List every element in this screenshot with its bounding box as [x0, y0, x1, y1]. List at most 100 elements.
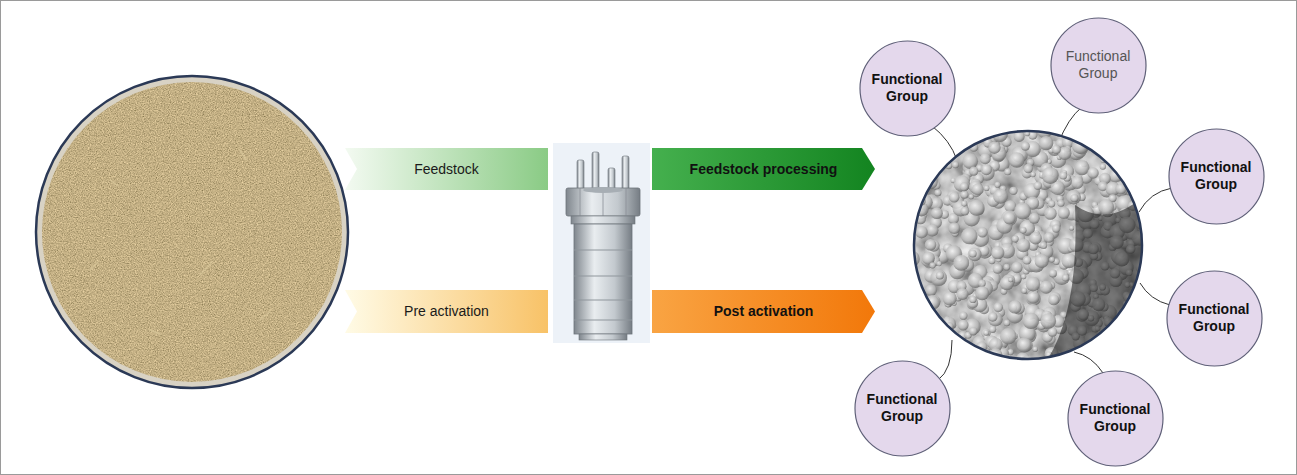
sem-particle [969, 167, 978, 176]
sem-particle [1024, 164, 1033, 173]
sem-particle [1044, 232, 1055, 243]
sem-particle [926, 224, 938, 236]
sem-particle [960, 191, 968, 199]
sem-particle [953, 200, 969, 216]
banner-label: Feedstock [414, 161, 479, 178]
sem-particle [1023, 313, 1039, 329]
sem-particle [993, 189, 1008, 204]
sem-particle [1009, 187, 1017, 195]
sem-particle [1003, 264, 1010, 271]
sem-particle [1057, 200, 1064, 207]
sem-particle [969, 200, 985, 216]
sem-particle [1033, 346, 1038, 351]
circle-fill [1169, 129, 1264, 224]
sem-particle [936, 261, 941, 266]
sem-particle [1027, 291, 1040, 304]
sem-particle [1062, 274, 1069, 281]
sem-particle [961, 201, 967, 207]
sem-particle [960, 182, 969, 191]
sem-particle [1098, 199, 1114, 215]
sem-particle [1048, 200, 1055, 207]
sem-particle [991, 246, 1004, 259]
banner-fill [652, 290, 875, 333]
sem-particle [1021, 142, 1030, 151]
process-banner: Feedstock processing [652, 148, 875, 190]
process-banner: Pre activation [345, 290, 548, 333]
sem-particle [1048, 294, 1059, 305]
circle-label: Functional Group [1075, 401, 1155, 435]
sem-particle [956, 288, 968, 300]
sem-particle [1040, 281, 1053, 294]
banner-label: Pre activation [404, 303, 489, 320]
circle-fill [1167, 271, 1262, 366]
functional-group-circle: Functional Group [1067, 370, 1164, 467]
process-banner: Feedstock [345, 148, 548, 190]
sem-particle [1012, 235, 1019, 242]
sem-micrograph [903, 123, 1150, 370]
sem-particle [969, 296, 976, 303]
sem-particle [1052, 145, 1061, 154]
sem-particle [994, 182, 1000, 188]
sem-particle [978, 280, 986, 288]
sem-particle [962, 153, 978, 169]
sem-particle [949, 192, 960, 203]
sem-particle [952, 161, 959, 168]
sem-particle [1009, 152, 1025, 168]
sem-particle [1049, 269, 1057, 277]
functional-group-circle: Functional Group [1050, 17, 1147, 114]
sem-particle [1048, 327, 1058, 337]
sem-particle [980, 153, 991, 164]
sem-particle [981, 164, 992, 175]
circle-label: Functional Group [862, 391, 942, 425]
sem-particle [993, 264, 1003, 274]
circle-fill [860, 41, 955, 136]
sem-particle [1008, 300, 1021, 313]
sem-particle [961, 228, 978, 245]
sem-particle [954, 175, 971, 192]
sem-particle [1029, 232, 1042, 245]
sem-particle [1000, 328, 1017, 345]
sem-particle [1087, 167, 1098, 178]
sem-particle [1070, 194, 1078, 202]
sem-particle [1049, 257, 1055, 263]
sem-particle [961, 207, 970, 216]
sem-particle [1041, 313, 1057, 329]
sem-particle [977, 227, 988, 238]
sem-particle [1017, 338, 1032, 353]
autoclave-reactor [553, 143, 650, 343]
sem-particle [1026, 277, 1041, 292]
sem-particle [1023, 256, 1032, 265]
sem-particle [988, 312, 1003, 327]
sem-particle [1000, 276, 1014, 290]
banner-fill [345, 148, 548, 190]
circle-fill [1068, 371, 1163, 466]
sem-particle [1029, 213, 1040, 224]
sem-particle [1059, 172, 1067, 180]
sem-particle [1066, 190, 1081, 205]
sem-particle [1014, 203, 1031, 220]
sem-particle [975, 286, 989, 300]
sem-particle [1042, 167, 1059, 184]
sem-particle [988, 312, 998, 322]
sem-particle [972, 183, 984, 195]
sem-particle [988, 257, 995, 264]
sem-particle [988, 141, 1000, 153]
sem-particle [931, 207, 943, 219]
process-banner: Post activation [652, 290, 875, 333]
sem-particle [936, 271, 944, 279]
biomass-powder-dish [36, 76, 348, 388]
circle-fill [1051, 18, 1146, 113]
sem-particle [1020, 227, 1027, 234]
sem-particle [1075, 160, 1090, 175]
sem-particle [989, 326, 996, 333]
sem-particle [1052, 224, 1060, 232]
circle-label: Functional Group [1176, 159, 1256, 193]
sem-particle [984, 185, 990, 191]
functional-group-circle: Functional Group [1168, 128, 1265, 225]
sem-particle [903, 251, 920, 268]
sem-particle [1021, 288, 1027, 294]
sem-particle [1100, 163, 1106, 169]
sem-particle [983, 330, 989, 336]
sem-particle [941, 317, 956, 332]
banner-fill [345, 290, 548, 333]
